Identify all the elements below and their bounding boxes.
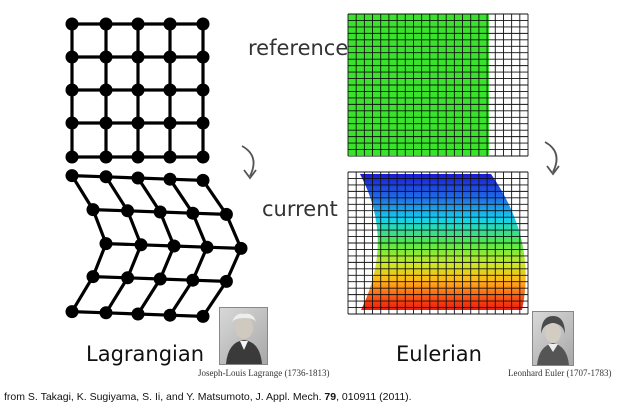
mesh-node xyxy=(196,50,210,64)
arrow-stroke xyxy=(241,145,255,177)
eulerian-reference-grid xyxy=(347,13,529,157)
mesh-node xyxy=(163,17,177,31)
mesh-node xyxy=(163,116,177,130)
current-label: current xyxy=(262,197,338,221)
mesh-node xyxy=(65,17,79,31)
mesh-node xyxy=(196,309,210,323)
mesh-node xyxy=(86,270,100,284)
mesh-node xyxy=(131,116,145,130)
mesh-node xyxy=(196,173,210,187)
mesh-node xyxy=(234,241,248,255)
mesh-node xyxy=(163,150,177,164)
citation: from S. Takagi, K. Sugiyama, S. Ii, and … xyxy=(4,391,412,403)
lagrange-portrait xyxy=(219,307,268,365)
rotate-arrow-icon xyxy=(544,141,560,176)
lagrange-caption: Joseph-Louis Lagrange (1736-1813) xyxy=(198,368,330,378)
mesh-node xyxy=(131,83,145,97)
mesh-node xyxy=(99,116,113,130)
mesh-node xyxy=(196,83,210,97)
rotate-arrow-icon xyxy=(241,145,257,180)
mesh-node xyxy=(99,83,113,97)
arrow-stroke xyxy=(544,141,558,173)
mesh-node xyxy=(65,83,79,97)
mesh-node xyxy=(131,150,145,164)
mesh-node xyxy=(219,274,233,288)
mesh-node xyxy=(196,17,210,31)
mesh-node xyxy=(65,169,79,183)
lagrangian-label: Lagrangian xyxy=(86,342,205,366)
mesh-node xyxy=(163,172,177,186)
mesh-node xyxy=(186,206,200,220)
mesh-node xyxy=(65,50,79,64)
euler-caption: Leonhard Euler (1707-1783) xyxy=(508,368,612,378)
mesh-node xyxy=(186,273,200,287)
current-fill xyxy=(360,174,526,310)
lagrangian-reference-mesh xyxy=(65,17,210,164)
mesh-node xyxy=(65,116,79,130)
mesh-node xyxy=(219,207,233,221)
mesh-node xyxy=(131,307,145,321)
arrow-head xyxy=(546,165,560,176)
mesh-node xyxy=(163,308,177,322)
mesh-node xyxy=(99,17,113,31)
mesh-node xyxy=(196,150,210,164)
mesh-node xyxy=(163,50,177,64)
mesh-node xyxy=(200,240,214,254)
reference-label: reference xyxy=(248,36,349,60)
mesh-node xyxy=(163,83,177,97)
eulerian-current-grid xyxy=(347,171,529,315)
mesh-node xyxy=(86,203,100,217)
mesh-node xyxy=(99,150,113,164)
eulerian-label: Eulerian xyxy=(396,342,482,366)
mesh-node xyxy=(121,204,135,218)
lagrangian-current-mesh xyxy=(65,169,248,323)
mesh-node xyxy=(134,238,148,252)
mesh-node xyxy=(65,150,79,164)
mesh-node xyxy=(131,171,145,185)
mesh-node xyxy=(153,205,167,219)
mesh-node xyxy=(131,17,145,31)
reference-fill xyxy=(348,14,489,155)
euler-portrait xyxy=(532,311,574,366)
mesh-node xyxy=(65,305,79,319)
mesh-node xyxy=(167,239,181,253)
arrow-head xyxy=(243,169,257,180)
mesh-node xyxy=(153,272,167,286)
mesh-node xyxy=(196,116,210,130)
mesh-node xyxy=(99,237,113,251)
mesh-node xyxy=(99,170,113,184)
mesh-node xyxy=(99,306,113,320)
mesh-node xyxy=(121,271,135,285)
mesh-node xyxy=(131,50,145,64)
mesh-node xyxy=(99,50,113,64)
